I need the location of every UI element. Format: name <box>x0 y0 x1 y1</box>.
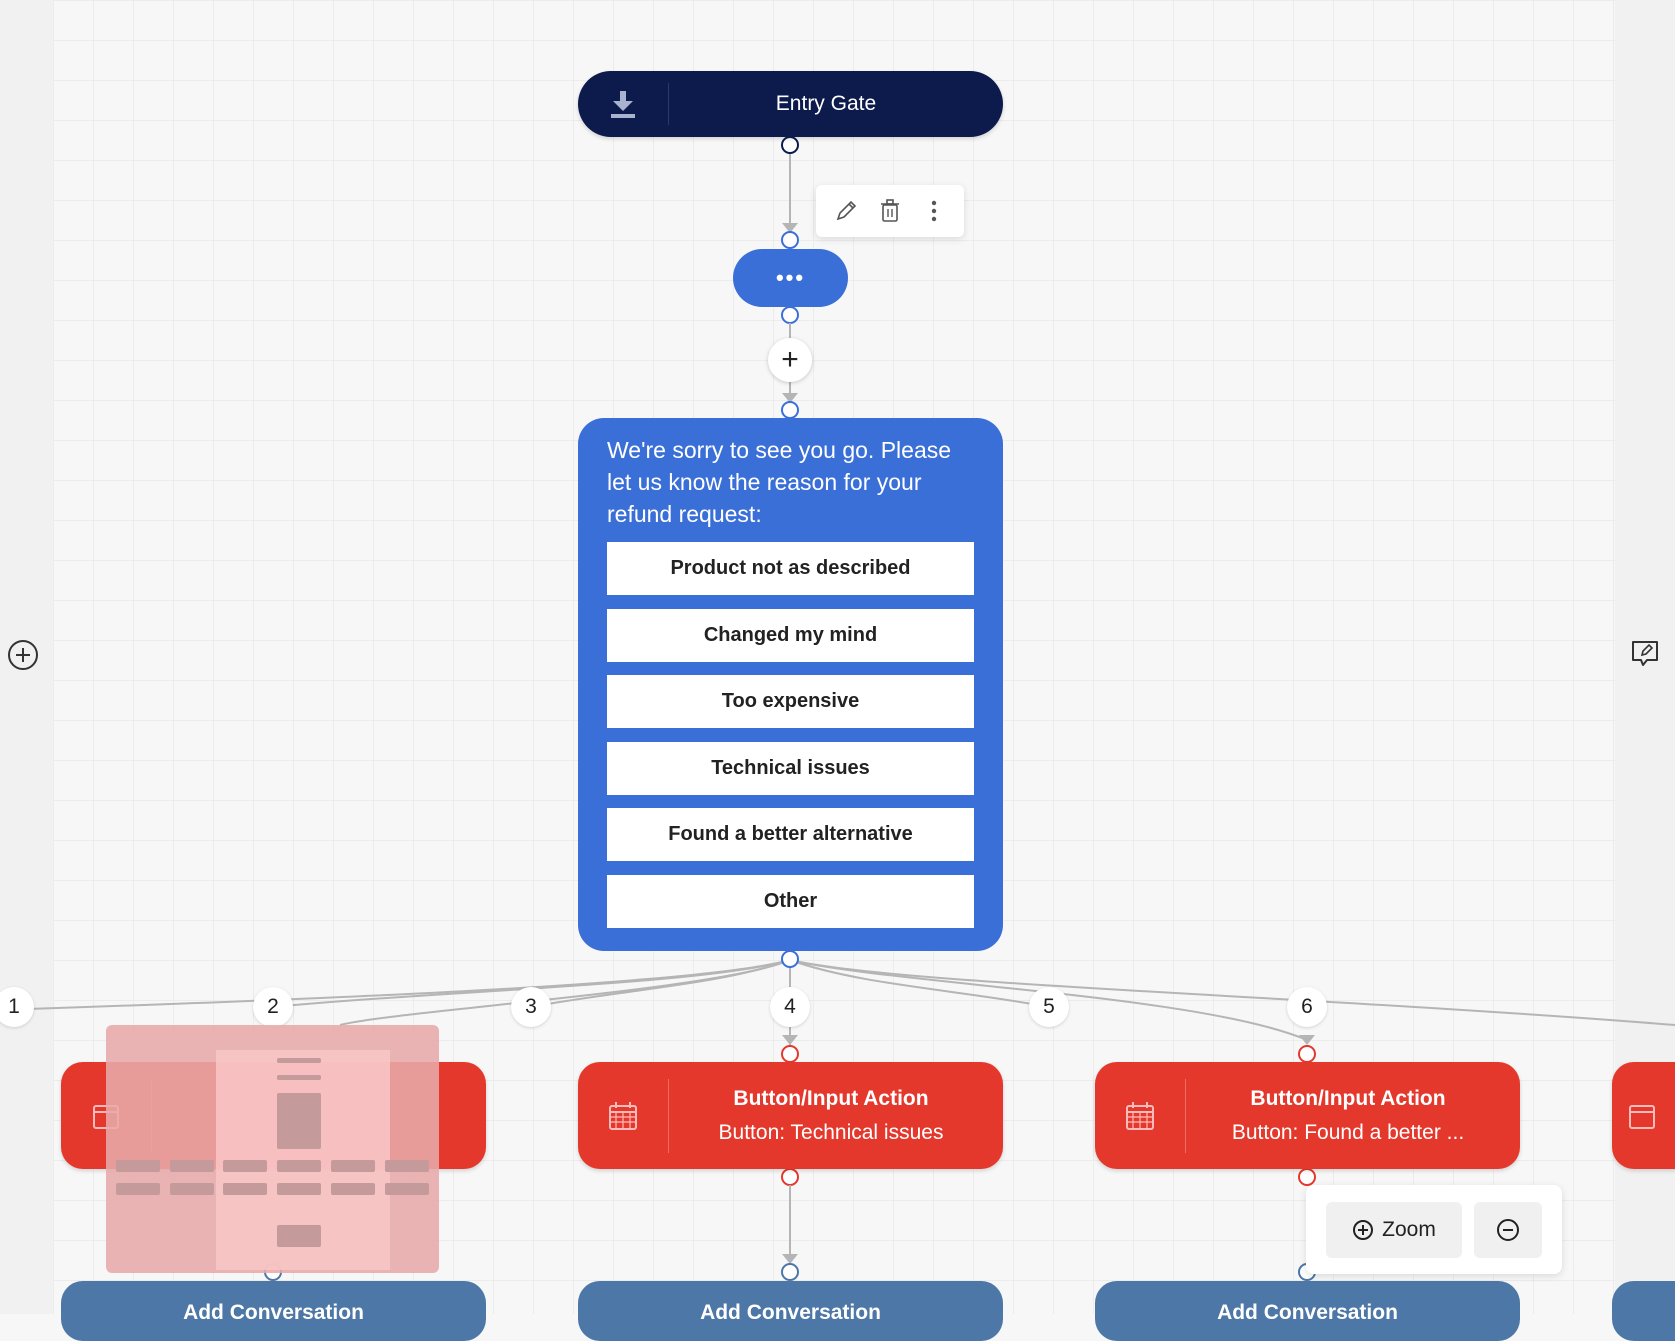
option-button[interactable]: Found a better alternative <box>607 808 974 861</box>
branch-badge: 5 <box>1029 987 1069 1027</box>
branch-badge: 2 <box>253 987 293 1027</box>
add-conversation-node[interactable] <box>1612 1281 1675 1341</box>
action-subtitle: Button: Technical issues <box>718 1120 944 1144</box>
calendar-icon <box>1095 1078 1186 1153</box>
zoom-in-icon <box>1353 1220 1374 1240</box>
calendar-icon <box>1612 1079 1672 1153</box>
branch-badge: 4 <box>770 987 810 1027</box>
zoom-out-icon <box>1497 1219 1519 1241</box>
action-title: Button/Input Action <box>1250 1086 1446 1110</box>
calendar-icon <box>578 1078 669 1153</box>
zoom-out-button[interactable] <box>1474 1202 1542 1258</box>
message-input-port[interactable] <box>781 401 799 419</box>
option-button[interactable]: Other <box>607 874 974 928</box>
branch-badge: 6 <box>1287 987 1327 1027</box>
branch-badge: 3 <box>511 987 551 1027</box>
add-conversation-node[interactable]: Add Conversation <box>61 1281 486 1341</box>
zoom-label: Zoom <box>1382 1218 1436 1241</box>
more-vertical-icon[interactable] <box>918 195 950 227</box>
add-conversation-node[interactable]: Add Conversation <box>1095 1281 1520 1341</box>
add-step-button[interactable]: + <box>768 338 812 382</box>
zoom-controls: Zoom <box>1306 1185 1562 1274</box>
download-icon <box>578 83 669 125</box>
node-toolbar <box>816 185 964 237</box>
typing-indicator-node[interactable]: ••• <box>733 249 848 307</box>
entry-gate-title: Entry Gate <box>775 92 877 115</box>
connector-lines <box>0 136 1675 1281</box>
message-text: We're sorry to see you go. Please let us… <box>607 437 952 527</box>
pencil-icon[interactable] <box>830 195 862 227</box>
trash-icon[interactable] <box>874 195 906 227</box>
option-button[interactable]: Technical issues <box>607 741 974 795</box>
action-node[interactable]: Button/Input Action Button: Found a bett… <box>1095 1062 1520 1169</box>
drag-preview-overlay <box>106 1025 439 1273</box>
branch-badge: 1 <box>0 987 34 1027</box>
add-circle-icon[interactable] <box>7 639 39 671</box>
option-button[interactable]: Too expensive <box>607 675 974 728</box>
typing-input-port[interactable] <box>781 231 799 249</box>
message-node[interactable]: We're sorry to see you go. Please let us… <box>578 418 1003 951</box>
action-node[interactable] <box>1612 1062 1675 1169</box>
message-output-port[interactable] <box>781 950 799 968</box>
action-subtitle: Button: Found a better ... <box>1231 1120 1465 1144</box>
add-conversation-node[interactable]: Add Conversation <box>578 1281 1003 1341</box>
option-button[interactable]: Changed my mind <box>607 608 974 662</box>
typing-output-port[interactable] <box>781 306 799 324</box>
note-edit-icon[interactable] <box>1629 638 1661 670</box>
option-button[interactable]: Product not as described <box>607 542 974 595</box>
entry-output-port[interactable] <box>781 136 799 154</box>
action-title: Button/Input Action <box>733 1086 929 1110</box>
zoom-in-button[interactable]: Zoom <box>1326 1202 1462 1258</box>
action-node[interactable]: Button/Input Action Button: Technical is… <box>578 1062 1003 1169</box>
entry-gate-node[interactable]: Entry Gate <box>578 71 1003 137</box>
